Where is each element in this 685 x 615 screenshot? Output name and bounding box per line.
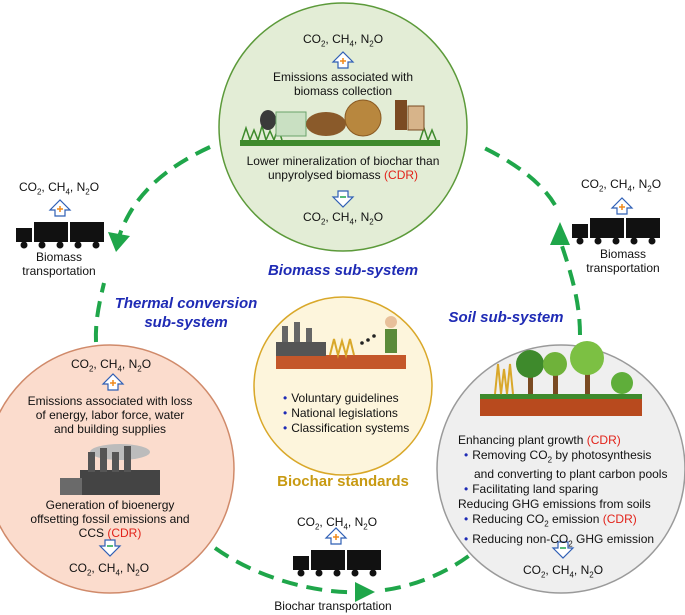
standards-item: •National legislations (283, 406, 398, 420)
biomass-lower-mineralization-text: Lower mineralization of biochar than unp… (246, 154, 440, 182)
gas-label-biomass-top: CO2, CH4, N2O (302, 32, 384, 49)
cycle-arrow-soil-up (558, 239, 582, 336)
gas-label-right-transport: CO2, CH4, N2O (580, 177, 662, 194)
gas-label-biomass-bottom: CO2, CH4, N2O (302, 210, 384, 227)
soil-plants-illustration (480, 341, 642, 416)
truck-icon (293, 550, 381, 577)
gas-label-left-transport: CO2, CH4, N2O (18, 180, 100, 197)
cycle-arrowhead-bottom (355, 582, 375, 602)
cycle-arrowhead-right (550, 222, 570, 245)
down-arrow-icon (331, 190, 355, 208)
up-arrow-icon (324, 527, 348, 545)
cycle-arrow-soil-to-biomass (477, 143, 557, 207)
gas-label-thermal-top: CO2, CH4, N2O (70, 357, 152, 374)
soil-subsystem-title: Soil sub-system (448, 309, 564, 326)
truck-icon (16, 222, 104, 249)
up-arrow-icon (331, 51, 355, 69)
cycle-arrow-thermal-down (93, 282, 106, 343)
cycle-arrow-thermal-to-soil (213, 546, 361, 595)
standards-list: •Voluntary guidelines •National legislat… (283, 391, 409, 436)
gas-label-soil-bottom: CO2, CH4, N2O (522, 563, 604, 580)
truck-icon (572, 218, 660, 245)
standards-illustration (276, 316, 406, 369)
up-arrow-icon (101, 373, 125, 391)
factory-icon (60, 444, 160, 495)
down-arrow-icon (98, 539, 122, 557)
cycle-arrow-biomass-to-thermal (116, 145, 211, 241)
cycle-arrowhead-left (108, 232, 130, 252)
gas-label-bottom-transport: CO2, CH4, N2O (296, 515, 378, 532)
biochar-transport-label: Biochar transportation (274, 599, 392, 613)
standards-item: •Classification systems (283, 421, 410, 435)
cycle-arrow-bottom-to-soil (384, 553, 472, 592)
biochar-standards-title: Biochar standards (277, 473, 409, 490)
biomass-subsystem-title: Biomass sub-system (267, 262, 419, 279)
standards-item: •Voluntary guidelines (283, 391, 399, 405)
down-arrow-icon (551, 541, 575, 559)
soil-benefits-list: Enhancing plant growth (CDR) •Removing C… (458, 433, 668, 549)
gas-label-thermal-bottom: CO2, CH4, N2O (68, 561, 150, 578)
biomass-collection-illustration (240, 99, 440, 146)
up-arrow-icon (48, 199, 72, 217)
up-arrow-icon (610, 197, 634, 215)
standards-circle (253, 296, 433, 476)
